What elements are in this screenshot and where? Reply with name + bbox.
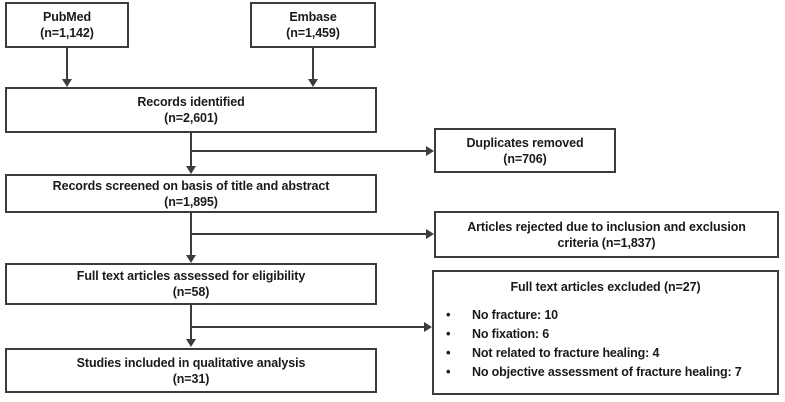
node-records-identified-count: (n=2,601) (164, 111, 218, 125)
node-full-text-assessed-label: Full text articles assessed for eligibil… (76, 269, 306, 283)
node-full-text-excluded-title: Full text articles excluded (n=27) (510, 280, 701, 294)
node-pubmed-count: (n=1,142) (40, 26, 94, 40)
exclusion-reason-item: No fixation: 6 (434, 324, 777, 344)
exclusion-reason-item: Not related to fracture healing: 4 (434, 343, 777, 363)
arrowhead-identified-to-screened (186, 166, 196, 174)
node-full-text-assessed: Full text articles assessed for eligibil… (5, 263, 377, 305)
node-embase-count: (n=1,459) (286, 26, 340, 40)
connector-identified-to-screened (190, 133, 192, 166)
node-studies-included: Studies included in qualitative analysis… (5, 348, 377, 393)
node-duplicates-removed-count: (n=706) (503, 151, 547, 166)
node-embase-label: Embase (289, 10, 337, 24)
connector-pubmed-to-identified (66, 48, 68, 79)
node-full-text-assessed-count: (n=58) (172, 285, 210, 299)
connector-fulltext-to-excluded (190, 326, 424, 328)
exclusion-reason-item: No fracture: 10 (434, 305, 777, 325)
arrowhead-screened-to-fulltext (186, 255, 196, 263)
node-records-screened-label: Records screened on basis of title and a… (52, 178, 330, 193)
arrowhead-fulltext-to-excluded (424, 322, 432, 332)
node-pubmed-label: PubMed (42, 10, 91, 24)
arrowhead-embase-to-identified (308, 79, 318, 87)
arrowhead-fulltext-to-included (186, 339, 196, 347)
node-records-identified-label: Records identified (137, 95, 245, 109)
exclusion-reason-list: No fracture: 10 No fixation: 6 Not relat… (434, 305, 777, 382)
connector-fulltext-to-included (190, 305, 192, 339)
node-studies-included-count: (n=31) (172, 371, 210, 386)
connector-embase-to-identified (312, 48, 314, 79)
exclusion-reason-item: No objective assessment of fracture heal… (434, 362, 777, 382)
node-articles-rejected-count: criteria (n=1,837) (557, 235, 656, 250)
node-duplicates-removed-label: Duplicates removed (466, 135, 584, 150)
arrowhead-screened-to-rejected (426, 229, 434, 239)
node-articles-rejected: Articles rejected due to inclusion and e… (434, 211, 779, 258)
node-pubmed: PubMed (n=1,142) (5, 2, 129, 48)
node-duplicates-removed: Duplicates removed (n=706) (434, 128, 616, 173)
node-records-identified: Records identified (n=2,601) (5, 87, 377, 133)
connector-screened-to-rejected (190, 233, 426, 235)
node-full-text-excluded: Full text articles excluded (n=27) No fr… (432, 270, 779, 395)
arrowhead-identified-to-duplicates (426, 146, 434, 156)
node-studies-included-label: Studies included in qualitative analysis (76, 355, 306, 370)
node-records-screened: Records screened on basis of title and a… (5, 174, 377, 213)
connector-identified-to-duplicates (190, 150, 426, 152)
node-records-screened-count: (n=1,895) (164, 194, 218, 209)
node-embase: Embase (n=1,459) (250, 2, 376, 48)
node-articles-rejected-label: Articles rejected due to inclusion and e… (467, 219, 746, 234)
arrowhead-pubmed-to-identified (62, 79, 72, 87)
